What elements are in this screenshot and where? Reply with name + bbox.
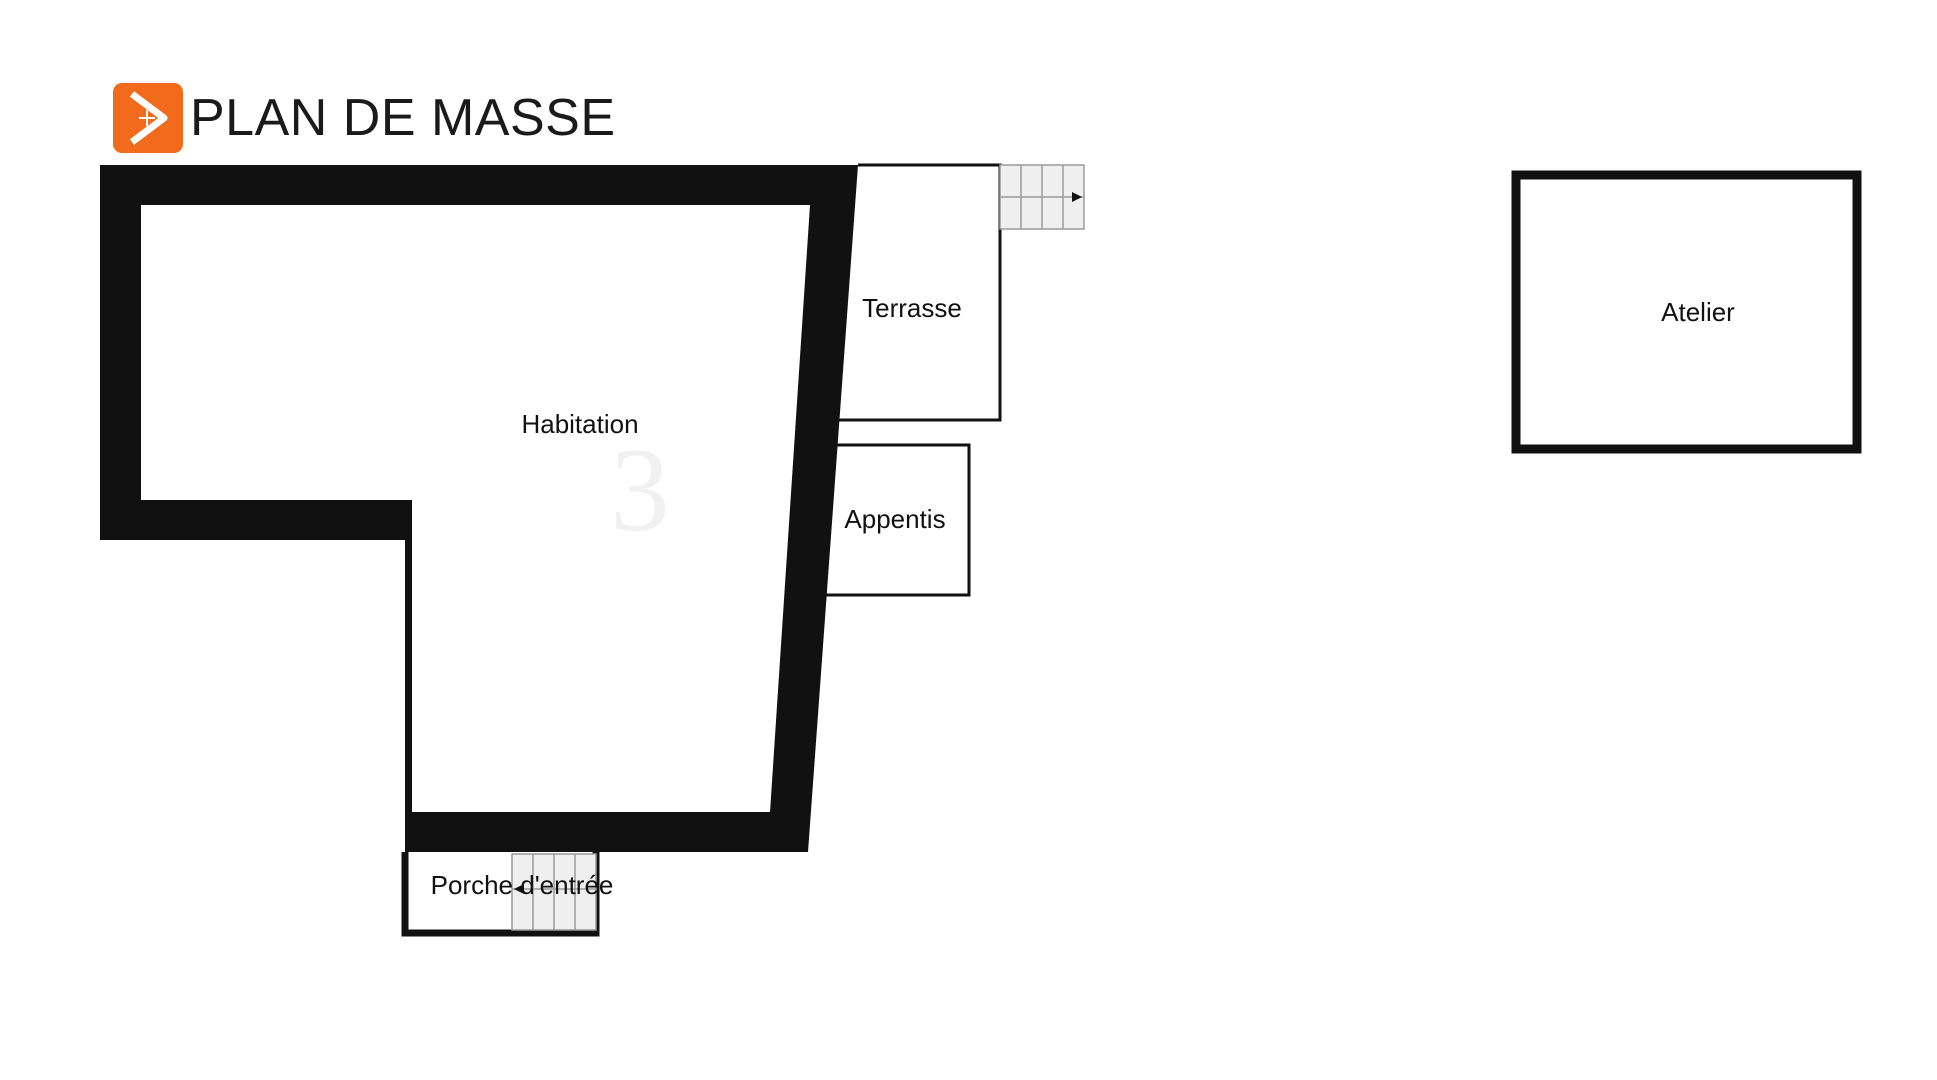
- arrow-left-icon: [514, 884, 524, 894]
- appentis-outline: [824, 443, 971, 597]
- atelier-outline: [1511, 170, 1862, 454]
- arrow-right-icon: [1072, 192, 1082, 202]
- room-label-appentis: Appentis: [844, 504, 945, 534]
- habitation-walls: [100, 165, 858, 852]
- page-title: PLAN DE MASSE: [190, 89, 616, 147]
- brand-logo-icon: [113, 83, 183, 153]
- room-label-atelier: Atelier: [1661, 297, 1735, 327]
- porche-stairs: [511, 853, 597, 931]
- terrasse-stairs: [999, 164, 1085, 230]
- room-label-habitation: Habitation: [521, 409, 638, 439]
- terrasse-outline: [838, 163, 1002, 422]
- watermark: 3: [610, 423, 670, 556]
- room-label-porche: Porche d'entrée: [431, 870, 614, 900]
- room-label-terrasse: Terrasse: [862, 293, 962, 323]
